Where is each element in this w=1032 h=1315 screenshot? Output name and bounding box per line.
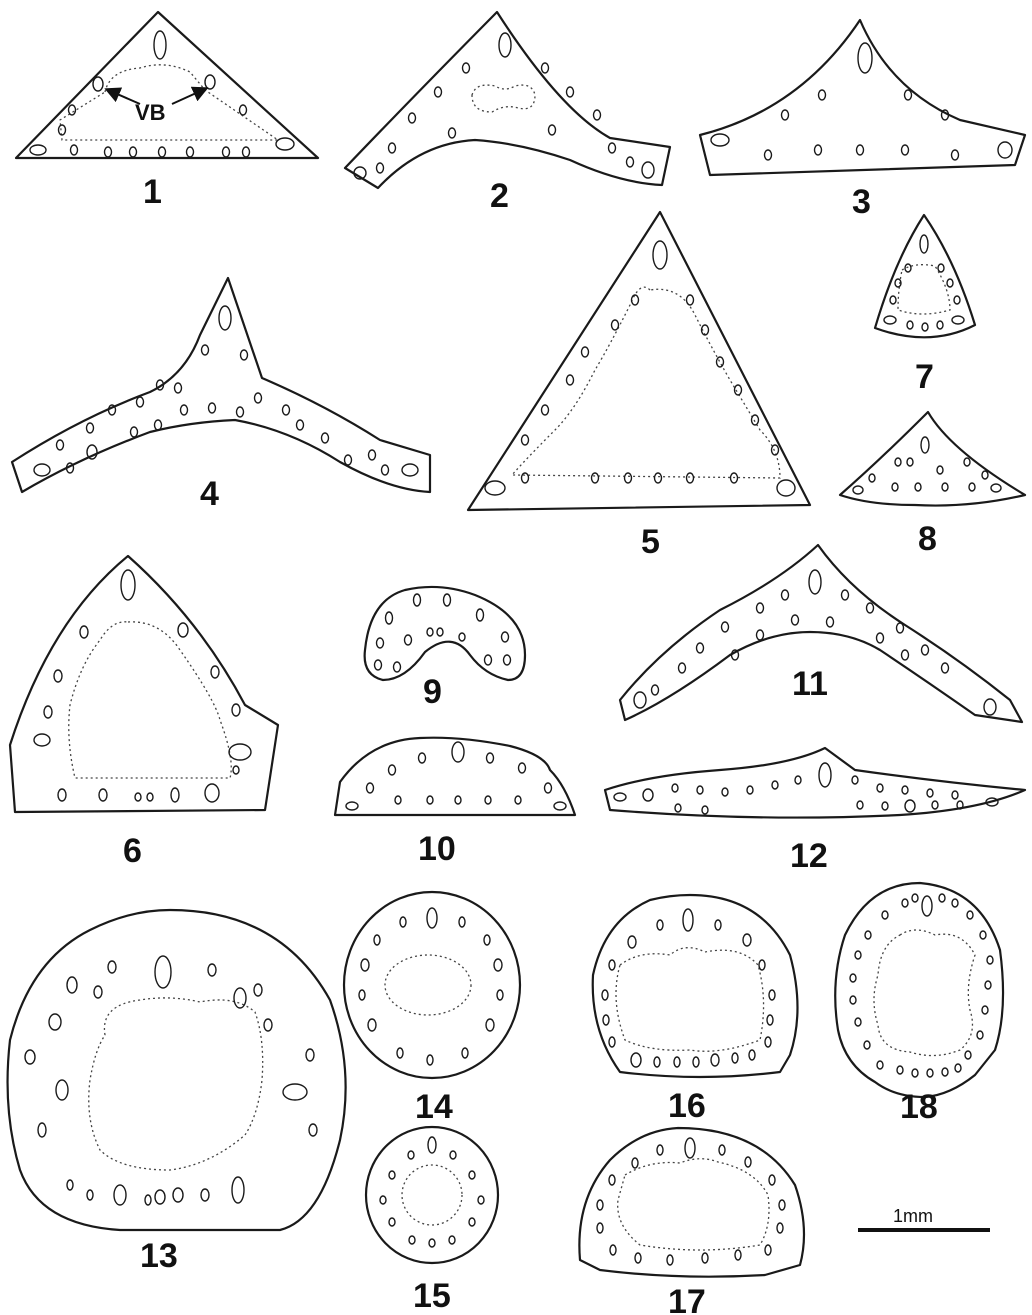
section-3: 3 xyxy=(700,20,1025,221)
figure-label-13: 13 xyxy=(140,1237,178,1275)
vascular-bundles-1 xyxy=(30,31,294,157)
section-1: VB 1 xyxy=(16,12,318,211)
section-15: 15 xyxy=(366,1127,498,1315)
figure-label-2: 2 xyxy=(490,177,509,215)
figure-label-6: 6 xyxy=(123,832,142,870)
vascular-bundles-13 xyxy=(25,956,317,1205)
vascular-bundles-14 xyxy=(359,908,503,1065)
section-4: 4 xyxy=(12,278,430,513)
figure-label-5: 5 xyxy=(641,523,660,561)
figure-label-17: 17 xyxy=(668,1283,706,1315)
section-18: 18 xyxy=(835,883,1003,1126)
section-13: 13 xyxy=(8,910,346,1275)
vascular-bundles-12 xyxy=(614,763,998,814)
section-14: 14 xyxy=(344,892,520,1126)
section-6: 6 xyxy=(10,556,278,870)
figure-label-8: 8 xyxy=(918,520,937,558)
figure-label-1: 1 xyxy=(143,173,162,211)
figure-label-18: 18 xyxy=(900,1088,938,1126)
section-5: 5 xyxy=(468,212,810,561)
vascular-bundles-4 xyxy=(34,306,418,476)
vb-annotation: VB xyxy=(135,100,166,125)
scale-bar-label: 1mm xyxy=(893,1206,933,1226)
figure-label-9: 9 xyxy=(423,673,442,711)
section-11: 11 xyxy=(620,545,1022,722)
section-9: 9 xyxy=(365,587,525,711)
section-17: 17 xyxy=(579,1128,804,1315)
figure-label-16: 16 xyxy=(668,1087,706,1125)
figure-label-11: 11 xyxy=(792,665,828,703)
vascular-bundles-17 xyxy=(597,1138,785,1265)
vascular-bundles-7 xyxy=(884,235,964,331)
vascular-bundles-15 xyxy=(380,1137,484,1247)
figure-label-15: 15 xyxy=(413,1277,451,1315)
section-16: 16 xyxy=(593,895,798,1125)
figure-label-12: 12 xyxy=(790,837,828,875)
vascular-bundles-16 xyxy=(602,909,775,1067)
section-7: 7 xyxy=(875,215,975,396)
vascular-bundles-2 xyxy=(354,33,654,179)
vascular-bundles-3 xyxy=(711,43,1012,160)
figure-label-7: 7 xyxy=(915,358,934,396)
section-12: 12 xyxy=(605,748,1025,875)
section-8: 8 xyxy=(840,412,1025,558)
figure-label-3: 3 xyxy=(852,183,871,221)
scale-bar: 1mm xyxy=(858,1206,990,1230)
section-10: 10 xyxy=(335,738,575,868)
figure-label-14: 14 xyxy=(415,1088,453,1126)
vascular-bundles-18 xyxy=(850,894,993,1077)
vascular-bundles-9 xyxy=(375,594,511,672)
vascular-bundles-10 xyxy=(346,742,566,810)
figure-label-10: 10 xyxy=(418,830,456,868)
figure-label-4: 4 xyxy=(200,475,219,513)
vascular-bundles-5 xyxy=(485,241,795,496)
section-2: 2 xyxy=(345,12,670,215)
vascular-bundles-6 xyxy=(34,570,251,802)
